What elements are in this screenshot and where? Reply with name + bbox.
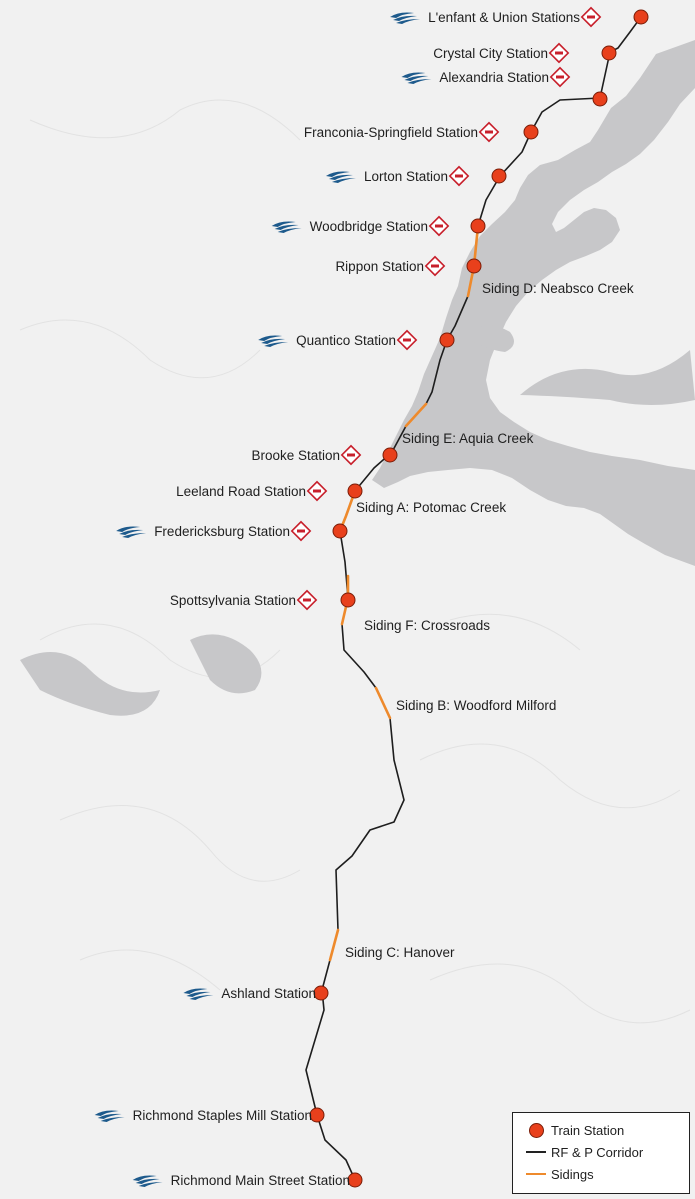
- station-label-quantico: Quantico Station: [296, 333, 396, 348]
- legend-station-symbol: [521, 1122, 551, 1138]
- station-dot-rippon[interactable]: [466, 258, 482, 274]
- siding-label-e: Siding E: Aquia Creek: [402, 431, 534, 446]
- station-label-leeland: Leeland Road Station: [176, 484, 306, 499]
- station-dot-lenfant[interactable]: [633, 9, 649, 25]
- station-label-brooke: Brooke Station: [251, 448, 340, 463]
- siding-b-line: [374, 686, 392, 720]
- lake-west-1: [20, 652, 160, 716]
- legend-corridor-label: RF & P Corridor: [551, 1144, 644, 1160]
- station-dot-ashland[interactable]: [313, 985, 329, 1001]
- legend-row-station: Train Station: [521, 1119, 681, 1141]
- siding-label-f: Siding F: Crossroads: [364, 618, 490, 633]
- legend-sidings-symbol: [521, 1173, 551, 1175]
- station-dot-staples-mill[interactable]: [309, 1107, 325, 1123]
- legend-sidings-label: Sidings: [551, 1166, 594, 1182]
- water-bodies: [20, 40, 695, 716]
- station-label-franconia: Franconia-Springfield Station: [304, 125, 478, 140]
- legend-corridor-symbol: [521, 1151, 551, 1153]
- station-dots: [309, 9, 649, 1188]
- siding-e-line: [404, 402, 428, 428]
- potomac-river: [372, 40, 695, 566]
- legend-row-sidings: Sidings: [521, 1163, 681, 1185]
- station-dot-leeland[interactable]: [347, 483, 363, 499]
- station-label-ashland: Ashland Station: [221, 986, 316, 1001]
- station-dot-crystal-city[interactable]: [601, 45, 617, 61]
- siding-label-d: Siding D: Neabsco Creek: [482, 281, 634, 296]
- terrain-texture: [19, 99, 691, 1024]
- upper-reservoir: [520, 350, 695, 405]
- station-label-spotsylvania: Spottsylvania Station: [170, 593, 296, 608]
- creek-inlet: [470, 325, 514, 352]
- legend-station-dot-icon: [528, 1122, 544, 1138]
- siding-label-c: Siding C: Hanover: [345, 945, 455, 960]
- siding-label-b: Siding B: Woodford Milford: [396, 698, 556, 713]
- legend-station-label: Train Station: [551, 1122, 625, 1138]
- lake-west-2: [190, 634, 262, 694]
- siding-label-a: Siding A: Potomac Creek: [356, 500, 506, 515]
- station-label-fredericksburg: Fredericksburg Station: [154, 524, 290, 539]
- station-dot-main-street[interactable]: [347, 1172, 363, 1188]
- station-dot-franconia[interactable]: [523, 124, 539, 140]
- station-dot-lorton[interactable]: [491, 168, 507, 184]
- station-label-woodbridge: Woodbridge Station: [310, 219, 428, 234]
- station-label-staples-mill: Richmond Staples Mill Station: [133, 1108, 312, 1123]
- legend-row-corridor: RF & P Corridor: [521, 1141, 681, 1163]
- station-label-rippon: Rippon Station: [335, 259, 424, 274]
- station-dot-quantico[interactable]: [439, 332, 455, 348]
- station-label-crystal-city: Crystal City Station: [433, 46, 548, 61]
- station-dot-woodbridge[interactable]: [470, 218, 486, 234]
- legend-sidings-line-icon: [526, 1173, 546, 1175]
- station-dot-spotsylvania[interactable]: [340, 592, 356, 608]
- legend-corridor-line-icon: [526, 1151, 546, 1153]
- station-label-lenfant: L'enfant & Union Stations: [428, 10, 580, 25]
- siding-c-line: [328, 928, 340, 962]
- station-dot-brooke[interactable]: [382, 447, 398, 463]
- station-label-main-street: Richmond Main Street Station: [171, 1173, 350, 1188]
- station-dot-fredericksburg[interactable]: [332, 523, 348, 539]
- station-label-lorton: Lorton Station: [364, 169, 448, 184]
- station-label-alexandria: Alexandria Station: [439, 70, 549, 85]
- legend: Train Station RF & P Corridor Sidings: [512, 1112, 690, 1194]
- station-dot-alexandria[interactable]: [592, 91, 608, 107]
